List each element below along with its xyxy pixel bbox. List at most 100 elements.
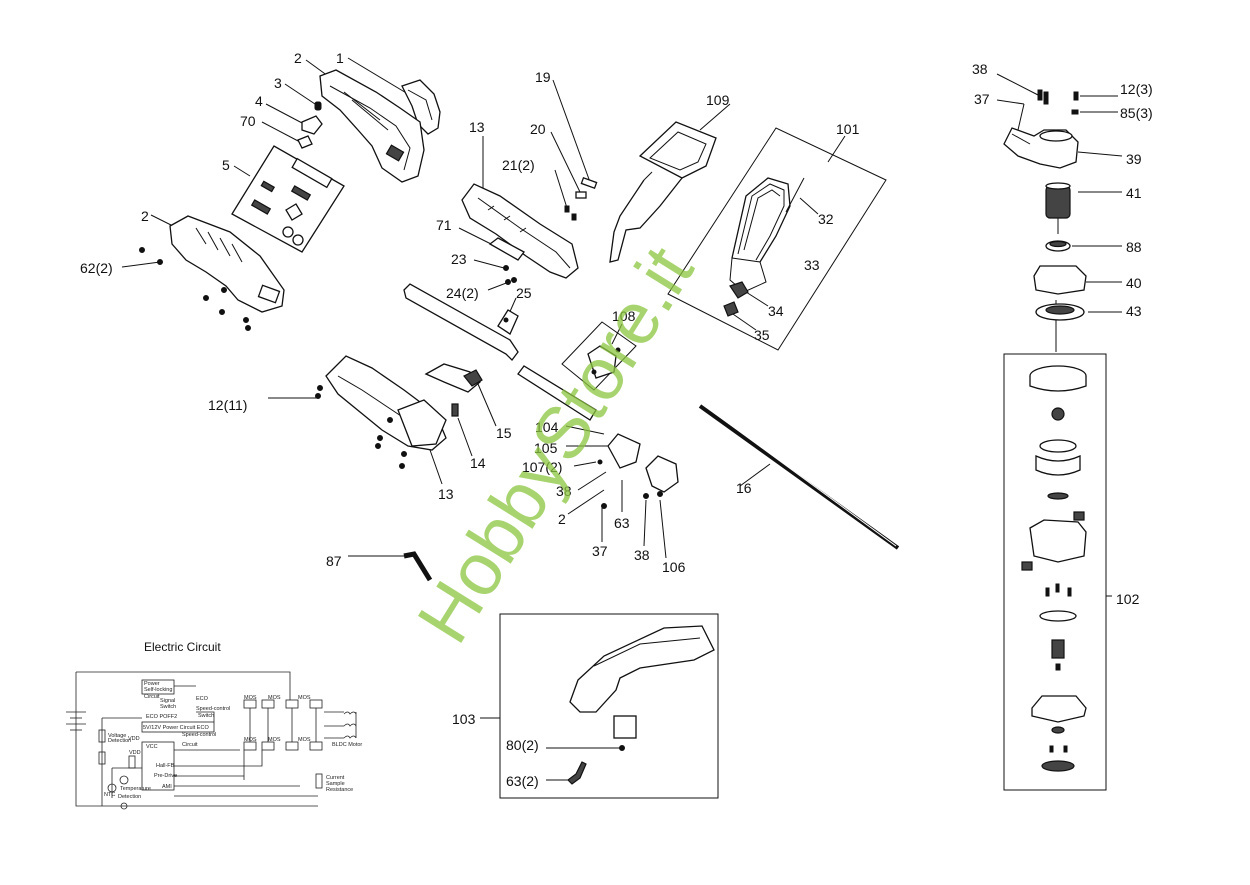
screws-12-11 [315, 385, 407, 469]
part-label: 88 [1126, 239, 1142, 255]
part-label: 2 [294, 50, 302, 66]
circuit-text: MOS [268, 737, 281, 743]
small-parts-19-20-21 [564, 176, 598, 221]
part-label: 32 [818, 211, 834, 227]
part-label: 40 [1126, 275, 1142, 291]
circuit-text: AMI [162, 784, 172, 790]
part-label: 23 [451, 251, 467, 267]
lower-housing-half-part [169, 215, 285, 313]
part-label: 25 [516, 285, 532, 301]
circuit-text: Power [144, 681, 160, 687]
screws-23-24 [503, 265, 517, 285]
circuit-text: 5V/12V Power Circuit ECO [143, 725, 209, 731]
part-label: 103 [452, 711, 476, 727]
part-label: 14 [470, 455, 486, 471]
part-label: 4 [255, 93, 263, 109]
circuit-text: Circuit [182, 742, 198, 748]
kit-box-102 [1003, 353, 1107, 791]
circuit-text: Speed-control [182, 732, 216, 738]
part-label: 106 [662, 559, 686, 575]
part-label: 15 [496, 425, 512, 441]
part-label: 38 [556, 483, 572, 499]
handle-cover-part [401, 79, 441, 135]
part-label: 105 [534, 440, 558, 456]
part-label: 34 [768, 303, 784, 319]
circuit-text: Speed-control [196, 706, 230, 712]
hex-key-87 [403, 551, 433, 582]
circuit-text: Resistance [326, 787, 353, 793]
part-label: 21(2) [502, 157, 535, 173]
part-label: 20 [530, 121, 546, 137]
leader-lines [121, 57, 1123, 781]
circuit-text: MOS [244, 737, 257, 743]
part-labels: 1 2 3 4 70 5 2 62(2) 13 19 20 21(2) 71 2… [80, 50, 1153, 789]
housing-40 [1033, 265, 1087, 295]
part-label: 19 [535, 69, 551, 85]
ring-88 [1045, 240, 1071, 252]
part-label: 37 [974, 91, 990, 107]
guard-109 [609, 121, 717, 263]
part-label: 41 [1126, 185, 1142, 201]
circuit-text: ECO [196, 696, 209, 702]
circuit-title: Electric Circuit [144, 640, 221, 654]
part-label: 24(2) [446, 285, 479, 301]
circuit-text: Circuit [144, 694, 160, 700]
part-label: 16 [736, 480, 752, 496]
trigger-15 [424, 363, 483, 393]
circuit-text: MOS [268, 695, 281, 701]
kit-box-103 [499, 613, 719, 799]
part-label: 62(2) [80, 260, 113, 276]
circuit-text: BLDC Motor [332, 742, 362, 748]
part-label: 108 [612, 308, 636, 324]
circuit-text: VCC [146, 744, 158, 750]
part-label: 37 [592, 543, 608, 559]
part-label: 87 [326, 553, 342, 569]
connector-parts-105-106 [597, 433, 679, 509]
switch-lever-part-4 [301, 115, 323, 135]
part-label: 63(2) [506, 773, 539, 789]
circuit-text: Temperature [120, 786, 151, 792]
circuit-text: Detection [118, 794, 141, 800]
part-label: 12(3) [1120, 81, 1153, 97]
part-label: 39 [1126, 151, 1142, 167]
circuit-text: NTC [104, 792, 115, 798]
part-label: 43 [1126, 303, 1142, 319]
part-label: 85(3) [1120, 105, 1153, 121]
part-label: 1 [336, 50, 344, 66]
part-label: 5 [222, 157, 230, 173]
circuit-text: VDD [129, 750, 141, 756]
circuit-text: MOS [298, 695, 311, 701]
part-label: 102 [1116, 591, 1140, 607]
part-label: 2 [558, 511, 566, 527]
shaft-16 [698, 403, 900, 550]
part-label: 107(2) [522, 459, 562, 475]
motor-head-39 [1003, 127, 1079, 169]
part-label: 70 [240, 113, 256, 129]
circuit-text: MOS [244, 695, 257, 701]
part-label: 3 [274, 75, 282, 91]
spring-14 [451, 403, 459, 417]
small-part-70 [297, 135, 313, 149]
electric-circuit-diagram: Electric Circuit [66, 640, 362, 810]
part-label: 109 [706, 92, 730, 108]
blade-strip-104 [403, 283, 597, 421]
bracket-25 [497, 309, 519, 335]
part-label: 80(2) [506, 737, 539, 753]
motor-41 [1045, 182, 1071, 234]
handle-assembly-13b [325, 355, 447, 451]
part-label: 2 [141, 208, 149, 224]
circuit-text: Switch [198, 713, 214, 719]
circuit-text: ECO POFF2 [146, 714, 177, 720]
circuit-text: Hall-FB [156, 763, 175, 769]
screw-3 [314, 101, 322, 111]
upper-housing-half-part [319, 69, 425, 183]
part-label: 63 [614, 515, 630, 531]
gear-43 [1035, 303, 1085, 321]
part-label: 13 [469, 119, 485, 135]
circuit-text: Pre-Drive [154, 773, 177, 779]
circuit-text: Current [326, 775, 345, 781]
circuit-text: Voltage [108, 733, 126, 739]
kit-box-101 [667, 127, 887, 351]
part-label: 104 [535, 419, 559, 435]
